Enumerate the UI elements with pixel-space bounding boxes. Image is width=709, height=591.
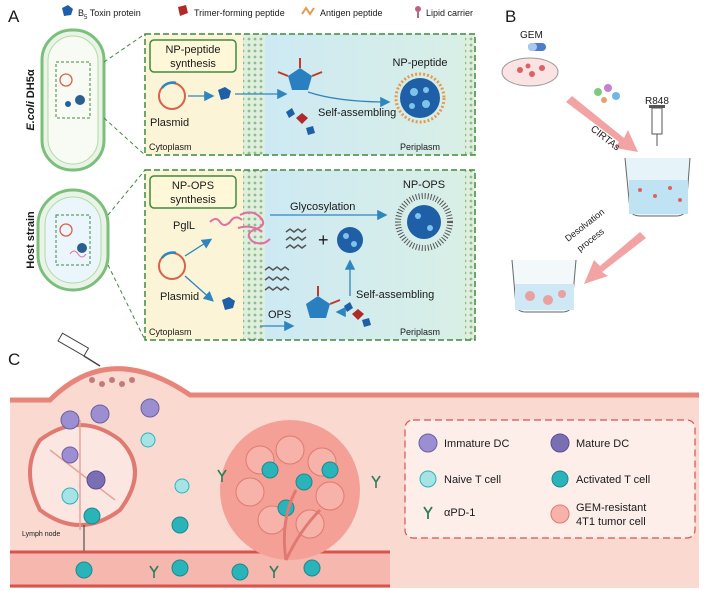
plus-sign: +: [318, 230, 329, 250]
legend-apd1: αPD-1: [444, 507, 475, 519]
gem-label: GEM: [520, 30, 543, 41]
np-peptide-title-2: synthesis: [170, 58, 216, 70]
legend-naive-t: Naive T cell: [444, 474, 501, 486]
r848-syringe-icon: [649, 105, 665, 146]
plasmid-label-top: Plasmid: [150, 117, 189, 129]
r848-label: R848: [645, 96, 669, 107]
activated-t-icon: [551, 470, 569, 488]
glycosylation-label: Glycosylation: [290, 201, 355, 213]
ecoli-cell: [40, 28, 106, 172]
legend-activated-t: Activated T cell: [576, 474, 650, 486]
dc-cells: [60, 398, 160, 490]
legend-tumor-2: 4T1 tumor cell: [576, 516, 646, 528]
panel-b: GEM CIRTAs R848 Desolvation: [501, 30, 691, 313]
pentamer-icon-bottom: [306, 286, 341, 318]
lymph-node-label: Lymph node: [22, 531, 60, 538]
desolvation-arrow: [584, 232, 646, 284]
pgll-membrane-protein: [237, 211, 271, 245]
np-ops-product: NP-OPS: [403, 179, 445, 191]
blood-vessel: [10, 550, 390, 588]
ops-label: OPS: [268, 309, 291, 321]
host-cell: [36, 188, 110, 292]
np-peptide-title-1: NP-peptide: [165, 44, 220, 56]
top-legend: B5 Toxin protein Trimer-forming peptide …: [62, 5, 473, 21]
panel-label-a: A: [8, 7, 20, 26]
petri-dish: [501, 57, 559, 87]
np-ops-title-2: synthesis: [170, 194, 216, 206]
legend-mature-dc: Mature DC: [576, 438, 629, 450]
antigen-label: Antigen peptide: [320, 8, 383, 18]
ops-chains-periplasm: [285, 228, 307, 249]
np-ops-box: NP-OPS synthesis PglL Plasmid Glycosylat…: [144, 169, 476, 341]
cytoplasm-bottom: Cytoplasm: [149, 327, 192, 337]
trimer-peptide-icon: [178, 5, 188, 16]
antigen-peptide-icon: [301, 6, 315, 16]
np-ops-nanoparticle: [395, 193, 453, 251]
panel-label-b: B: [505, 7, 516, 26]
beaker-2: [511, 259, 577, 313]
beaker-1: [624, 157, 691, 217]
svg-text:B5 Toxin protein: B5 Toxin protein: [78, 8, 141, 21]
np-peptide-box: NP-peptide synthesis Plasmid Self-assemb…: [144, 33, 476, 156]
self-assembling-top: Self-assembling: [318, 107, 396, 119]
trimer-label: Trimer-forming peptide: [194, 8, 285, 18]
trimer-icon: [286, 108, 315, 135]
self-assembling-bottom: Self-assembling: [356, 289, 434, 301]
toxin-protein-icon: [62, 5, 73, 16]
pgll-protein-icon: [209, 216, 243, 226]
tumor-cell-icon: [550, 504, 570, 524]
gem-capsule-icon: [528, 43, 546, 51]
periplasm-bottom: Periplasm: [400, 327, 440, 337]
mature-dc-icon: [550, 433, 570, 453]
pentamer-icon: [277, 58, 323, 90]
trimer-icon-bottom: [344, 302, 371, 327]
cirtas-particles: [594, 84, 620, 103]
strain1-label: E.coli DH5α: [25, 69, 37, 130]
toxin-icon: [218, 87, 231, 100]
legend-tumor-1: GEM-resistant: [576, 502, 646, 514]
np-core-icon: [337, 227, 363, 253]
lipid-carrier-icon: [415, 6, 421, 18]
np-peptide-product: NP-peptide: [392, 57, 447, 69]
pgll-label: PglL: [173, 220, 195, 232]
lipid-label: Lipid carrier: [426, 8, 473, 18]
t-cells: [61, 432, 190, 534]
strain2-label: Host strain: [25, 211, 37, 269]
apd1-icon: [423, 506, 433, 519]
injection-syringe-icon[interactable]: [57, 332, 101, 367]
antibody-icons: [149, 469, 381, 578]
np-peptide-nanoparticle: [394, 72, 446, 124]
panel-c: Lymph node: [10, 332, 699, 588]
lymph-node: [28, 420, 137, 530]
injected-nanoparticles: [89, 377, 135, 387]
cytoplasm-top: Cytoplasm: [149, 142, 192, 152]
ops-chains-membrane: [264, 266, 290, 291]
immature-dc-icon: [418, 433, 438, 453]
panel-a: E.coli DH5α Host strain NP-peptide synth…: [25, 28, 476, 341]
naive-t-icon: [419, 470, 437, 488]
np-ops-title-1: NP-OPS: [172, 180, 214, 192]
plasmid-label-bottom: Plasmid: [160, 291, 199, 303]
legend-immature-dc: Immature DC: [444, 438, 509, 450]
tumor-mass: [220, 420, 360, 561]
periplasm-top: Periplasm: [400, 142, 440, 152]
panel-label-c: C: [8, 350, 20, 369]
panel-c-legend: Immature DC Mature DC Naive T cell Activ…: [404, 419, 696, 539]
cirtas-arrow: [566, 96, 638, 152]
